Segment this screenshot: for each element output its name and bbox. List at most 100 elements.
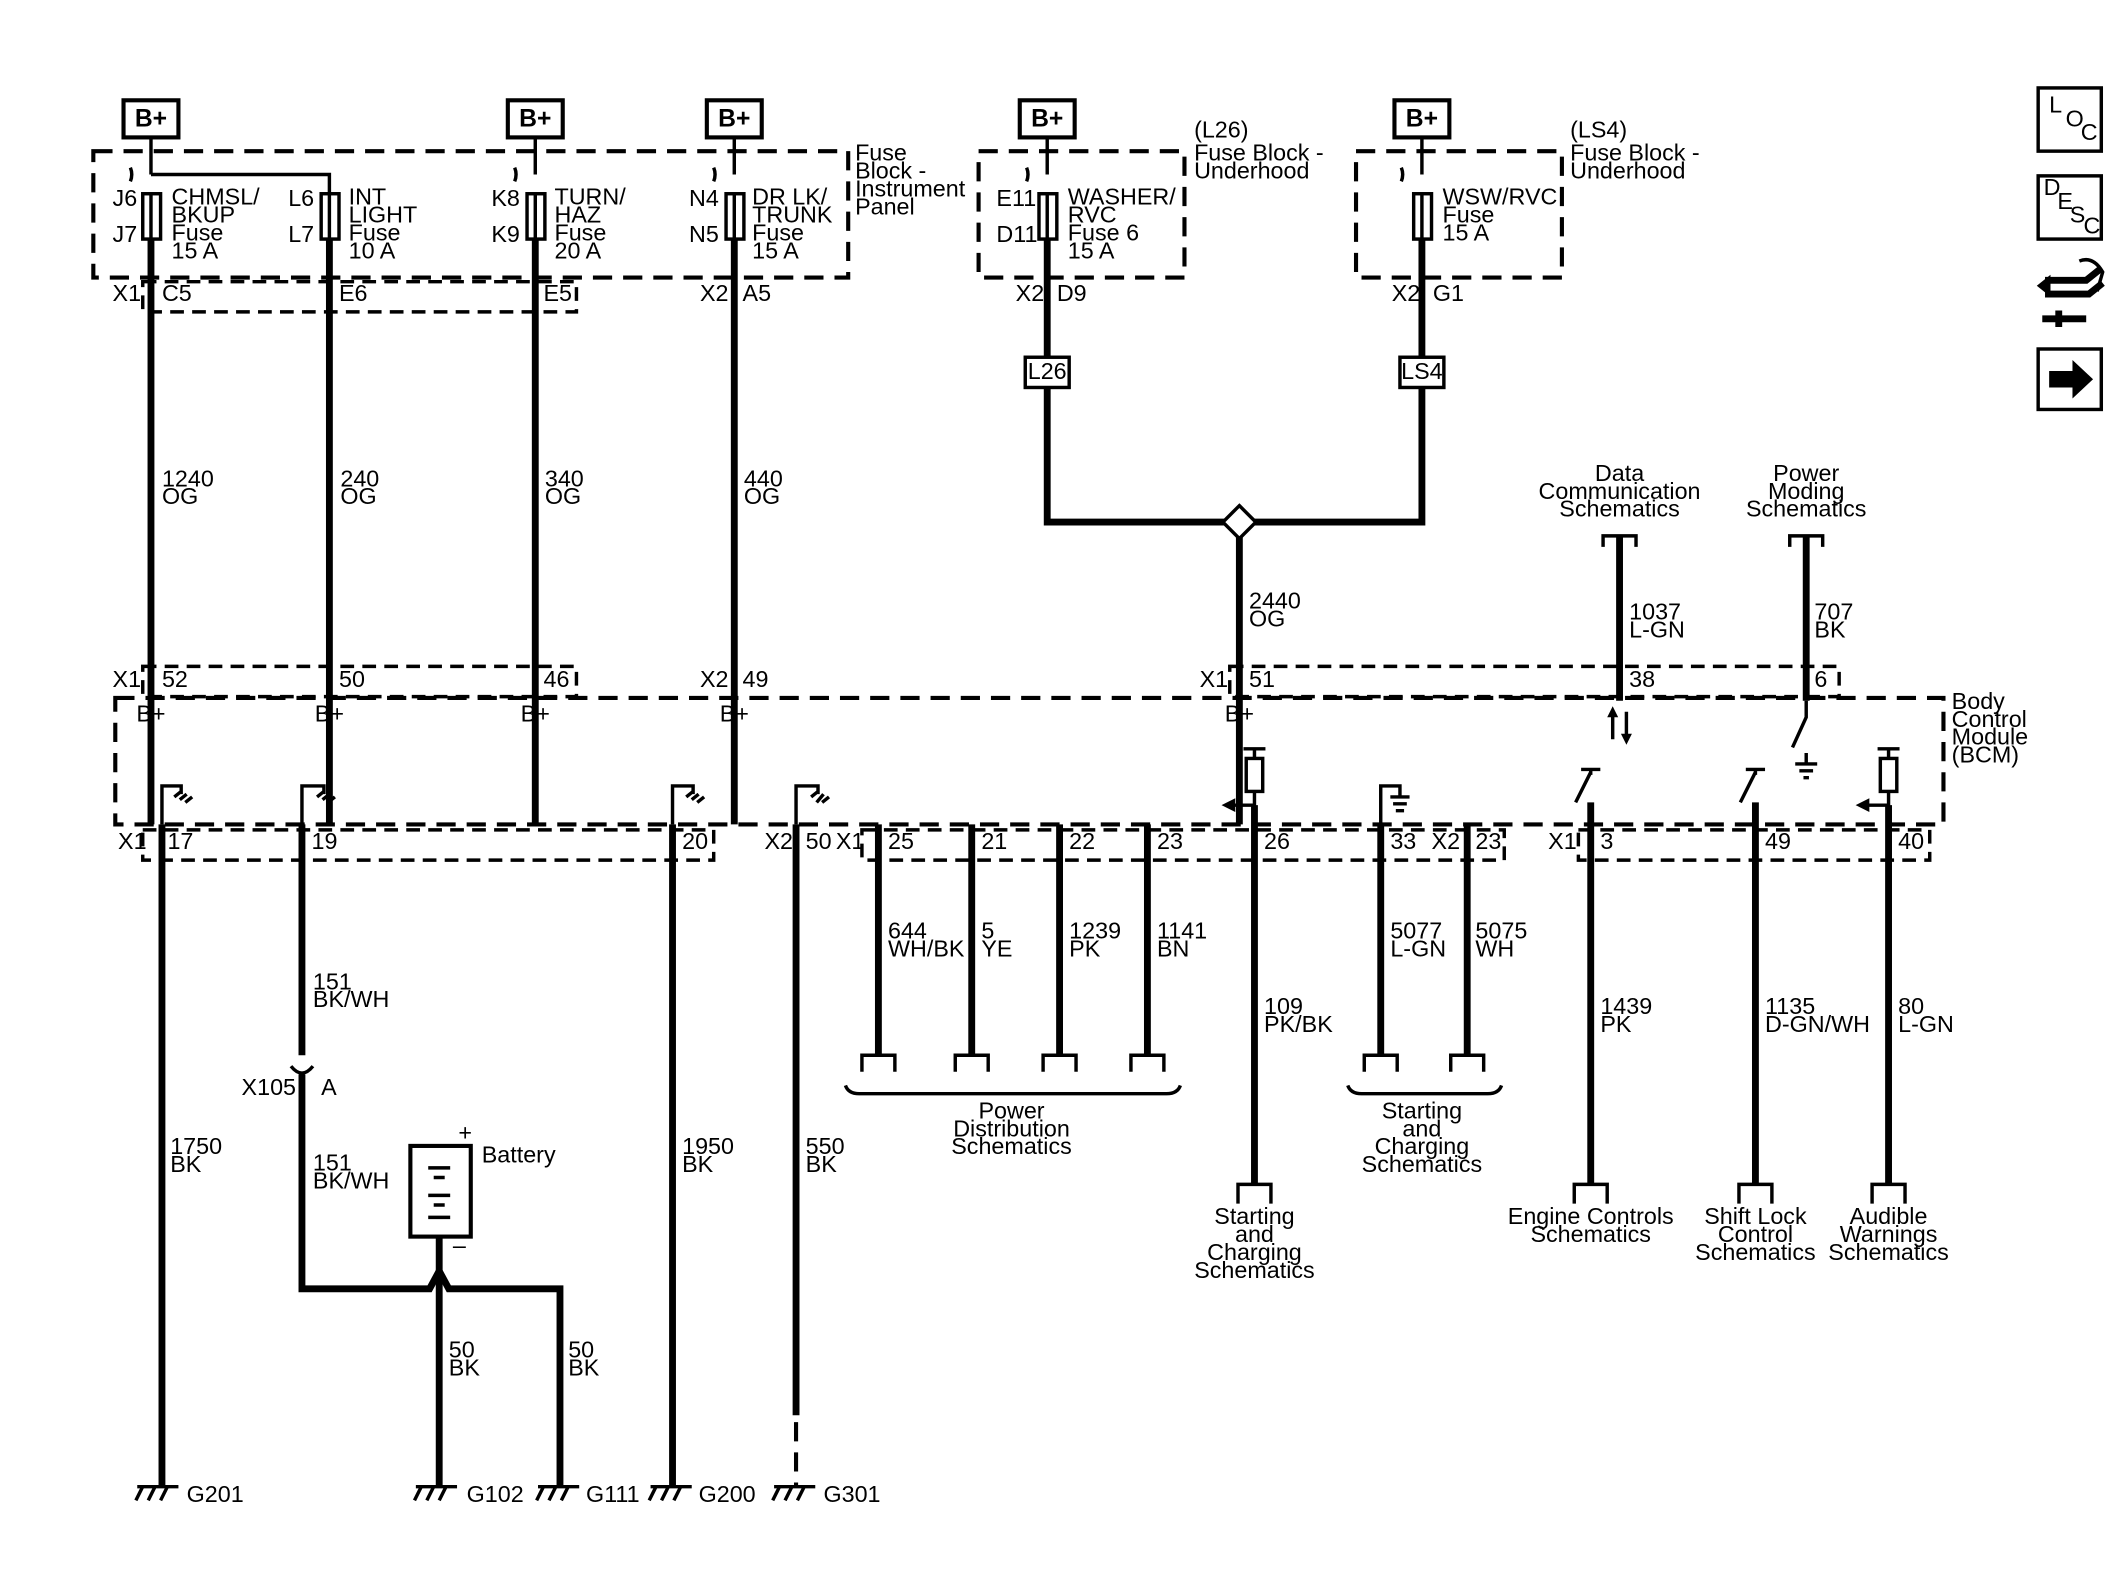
bcm-bottom-pin-labels: X1 17 19 20 X2 50 X1 25 21 22 23 26 33 X… bbox=[118, 828, 1924, 854]
svg-text:440: 440 bbox=[744, 465, 783, 491]
location-button[interactable]: L O C bbox=[2036, 86, 2104, 153]
svg-text:BK: BK bbox=[682, 1151, 714, 1177]
pull-up-resistor-40 bbox=[1855, 747, 1900, 813]
bcm-internal-grounds bbox=[160, 784, 831, 825]
svg-text:Charging: Charging bbox=[1375, 1133, 1470, 1159]
fuse-wsw-rvc: WSW/RVC Fuse 15 A bbox=[1399, 166, 1557, 245]
svg-text:WSW/RVC: WSW/RVC bbox=[1442, 184, 1557, 210]
bcm-label: Body Control Module (BCM) bbox=[1952, 688, 2028, 768]
ref-engine-controls[interactable]: Engine Controls Schematics bbox=[1508, 1203, 1674, 1247]
svg-text:K8: K8 bbox=[491, 185, 520, 211]
inline-connector-x105: X105 A bbox=[242, 1065, 337, 1100]
svg-text:G1: G1 bbox=[1433, 280, 1464, 306]
svg-text:5077: 5077 bbox=[1390, 917, 1442, 943]
next-button[interactable] bbox=[2036, 347, 2104, 412]
fuse-block-ls4 bbox=[1353, 149, 1564, 280]
svg-text:3: 3 bbox=[1600, 828, 1613, 854]
svg-text:X1: X1 bbox=[118, 828, 147, 854]
fuse-washer-rvc: E11 D11 WASHER/ RVC Fuse 6 15 A bbox=[996, 166, 1176, 263]
svg-text:E: E bbox=[2057, 188, 2073, 214]
svg-text:20: 20 bbox=[682, 828, 708, 854]
svg-text:Shift Lock: Shift Lock bbox=[1704, 1203, 1807, 1229]
svg-text:D: D bbox=[2044, 174, 2061, 200]
ref-starting-charging-1[interactable]: Starting and Charging Schematics bbox=[1194, 1203, 1315, 1283]
svg-text:B+: B+ bbox=[521, 700, 550, 726]
svg-text:N4: N4 bbox=[689, 185, 719, 211]
fuse-block-ls4-label: (LS4) Fuse Block - Underhood bbox=[1570, 116, 1700, 183]
b-plus-box-4: B+ bbox=[1017, 98, 1077, 140]
svg-text:TRUNK: TRUNK bbox=[752, 202, 833, 228]
svg-text:J6: J6 bbox=[113, 185, 138, 211]
connector-wrench-icon[interactable] bbox=[2036, 257, 2105, 328]
bcm-b-plus-labels: B+ B+ B+ B+ B+ bbox=[136, 700, 1254, 726]
svg-text:L26: L26 bbox=[1028, 358, 1067, 384]
svg-text:PK/BK: PK/BK bbox=[1264, 1011, 1333, 1037]
fuse-block-ip-label: Fuse Block - Instrument Panel bbox=[855, 140, 966, 220]
svg-text:B+: B+ bbox=[136, 700, 165, 726]
svg-text:Fuse Block -: Fuse Block - bbox=[1570, 140, 1700, 166]
svg-text:Fuse: Fuse bbox=[855, 140, 907, 166]
svg-text:Schematics: Schematics bbox=[1828, 1239, 1949, 1265]
svg-text:(L26): (L26) bbox=[1194, 116, 1248, 142]
svg-text:E6: E6 bbox=[339, 280, 368, 306]
svg-text:Engine Controls: Engine Controls bbox=[1508, 1203, 1674, 1229]
svg-text:WASHER/: WASHER/ bbox=[1068, 184, 1176, 210]
svg-text:1950: 1950 bbox=[682, 1133, 734, 1159]
svg-text:240: 240 bbox=[340, 465, 379, 491]
svg-text:CHMSL/: CHMSL/ bbox=[172, 184, 261, 210]
svg-text:23: 23 bbox=[1475, 828, 1501, 854]
svg-text:L-GN: L-GN bbox=[1629, 617, 1685, 643]
svg-text:X2: X2 bbox=[700, 280, 729, 306]
svg-text:A5: A5 bbox=[743, 280, 772, 306]
svg-text:52: 52 bbox=[162, 666, 188, 692]
svg-text:BK: BK bbox=[170, 1151, 202, 1177]
svg-text:2440: 2440 bbox=[1249, 588, 1301, 614]
svg-text:OG: OG bbox=[162, 483, 198, 509]
ref-audible-warnings[interactable]: Audible Warnings Schematics bbox=[1828, 1203, 1949, 1265]
bcm-ground-33 bbox=[1379, 784, 1410, 825]
svg-text:S: S bbox=[2070, 202, 2086, 228]
svg-text:G201: G201 bbox=[187, 1481, 244, 1507]
svg-text:B+: B+ bbox=[720, 700, 749, 726]
switch-input-49 bbox=[1738, 767, 1766, 804]
svg-text:and: and bbox=[1235, 1221, 1274, 1247]
svg-text:C5: C5 bbox=[162, 280, 192, 306]
ref-starting-charging-2[interactable]: Starting and Charging Schematics bbox=[1362, 1097, 1483, 1177]
svg-text:X2: X2 bbox=[700, 666, 729, 692]
svg-text:G301: G301 bbox=[823, 1481, 880, 1507]
svg-text:Starting: Starting bbox=[1214, 1203, 1294, 1229]
ref-shift-lock[interactable]: Shift Lock Control Schematics bbox=[1695, 1203, 1816, 1265]
svg-text:17: 17 bbox=[167, 828, 193, 854]
svg-text:X105: X105 bbox=[242, 1074, 296, 1100]
svg-text:19: 19 bbox=[312, 828, 338, 854]
svg-text:1135: 1135 bbox=[1765, 993, 1815, 1019]
svg-text:X2: X2 bbox=[1432, 828, 1461, 854]
svg-text:151: 151 bbox=[313, 968, 352, 994]
ref-power-moding[interactable]: Power Moding Schematics bbox=[1746, 460, 1867, 547]
svg-text:LS4: LS4 bbox=[1401, 358, 1443, 384]
svg-text:38: 38 bbox=[1629, 666, 1655, 692]
description-button[interactable]: D E S C bbox=[2036, 174, 2104, 241]
svg-text:Warnings: Warnings bbox=[1840, 1221, 1938, 1247]
svg-text:Control: Control bbox=[1718, 1221, 1793, 1247]
fuse-block-l26 bbox=[976, 149, 1187, 280]
svg-text:X1: X1 bbox=[1200, 666, 1229, 692]
ground-g301: G301 bbox=[771, 1481, 881, 1507]
svg-text:BK/WH: BK/WH bbox=[313, 986, 389, 1012]
svg-text:Schematics: Schematics bbox=[951, 1133, 1072, 1159]
svg-text:G111: G111 bbox=[586, 1481, 640, 1507]
svg-text:Schematics: Schematics bbox=[1695, 1239, 1816, 1265]
svg-text:+: + bbox=[458, 1119, 472, 1145]
ref-data-communication[interactable]: Data Communication Schematics bbox=[1539, 460, 1701, 547]
svg-text:L-GN: L-GN bbox=[1390, 935, 1446, 961]
svg-text:Underhood: Underhood bbox=[1194, 158, 1309, 184]
fuse-turn-haz: K8 K9 TURN/ HAZ Fuse 20 A bbox=[491, 166, 626, 263]
svg-text:Distribution: Distribution bbox=[953, 1115, 1070, 1141]
b-plus-box-1: B+ bbox=[121, 98, 181, 140]
svg-text:26: 26 bbox=[1264, 828, 1290, 854]
svg-text:YE: YE bbox=[981, 935, 1012, 961]
svg-text:BK: BK bbox=[449, 1354, 481, 1380]
right-arrow-icon bbox=[2049, 359, 2094, 399]
ref-power-distribution[interactable]: Power Distribution Schematics bbox=[951, 1097, 1072, 1159]
